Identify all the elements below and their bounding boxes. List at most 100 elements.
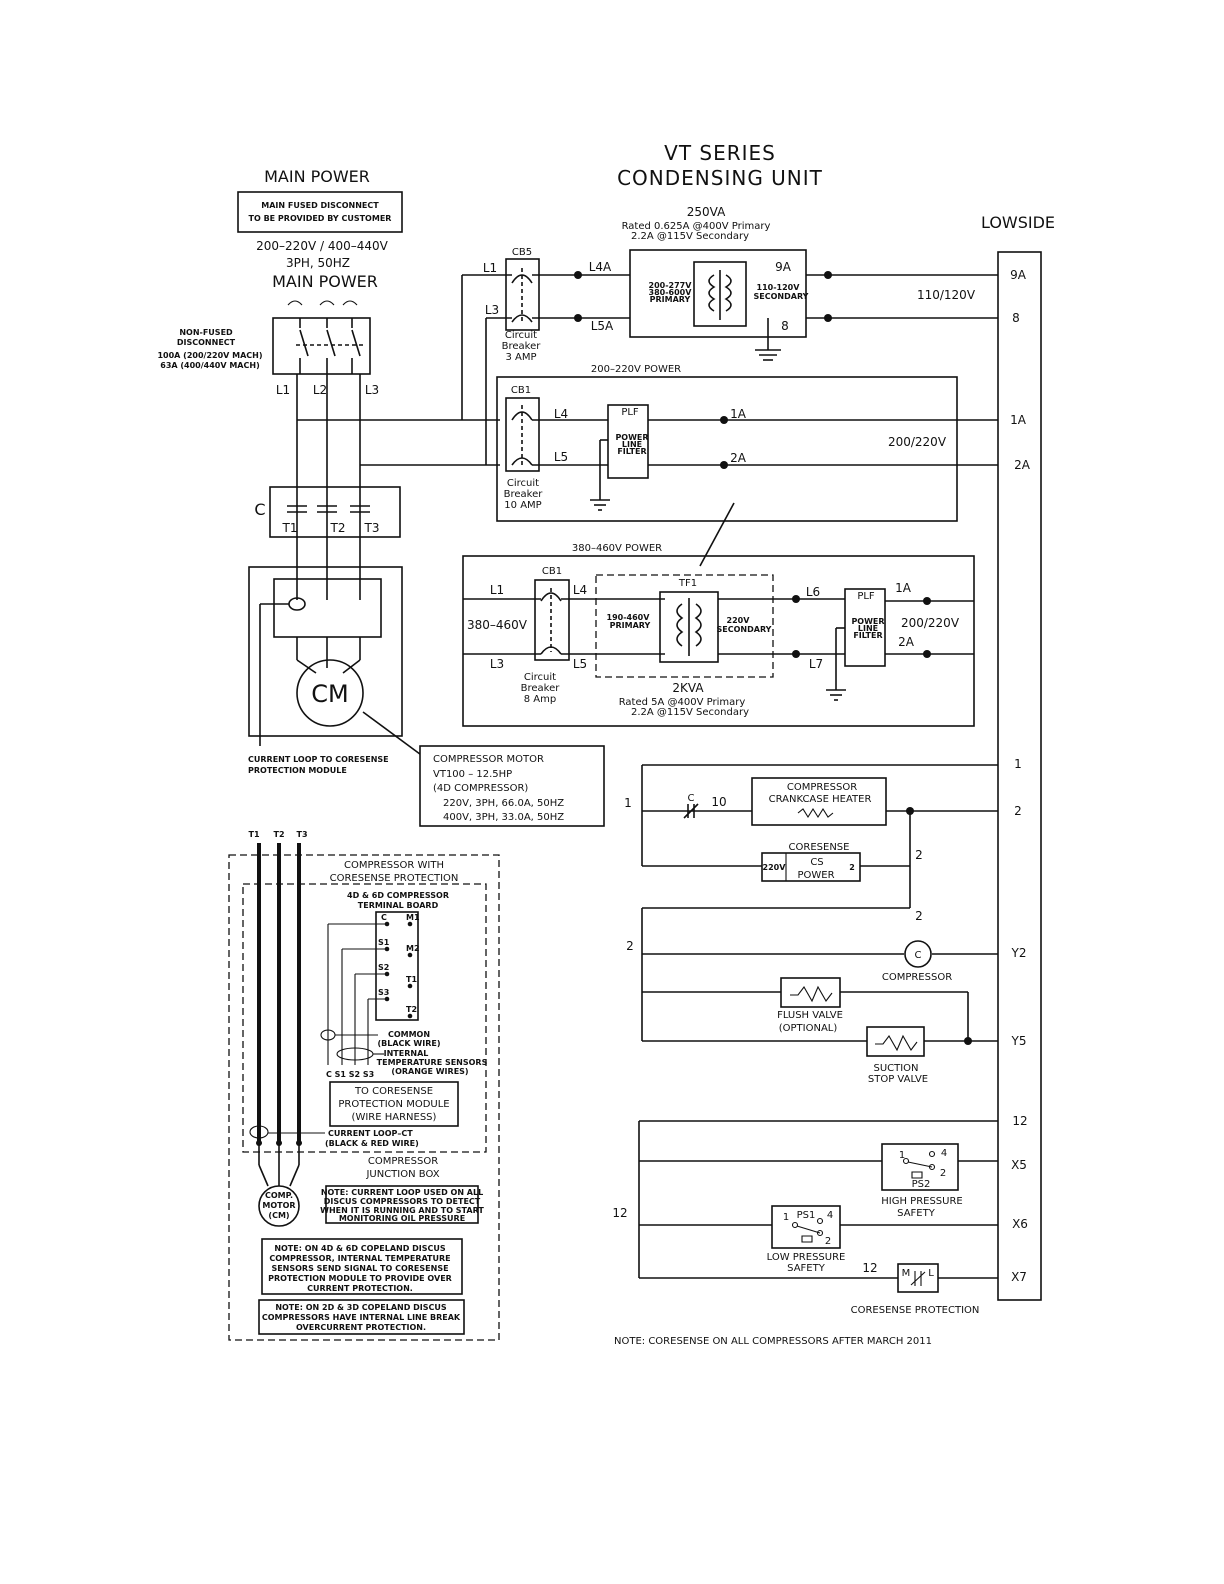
power200-cb-desc1: Circuit bbox=[507, 478, 539, 489]
power200-title: 200–220V POWER bbox=[591, 364, 681, 375]
lowside-title: LOWSIDE bbox=[981, 213, 1055, 232]
nonfused-line3: 100A (200/220V MACH) bbox=[157, 351, 262, 360]
comp-motor-line2: MOTOR bbox=[262, 1201, 295, 1210]
cm-line5: 400V, 3PH, 33.0A, 50HZ bbox=[443, 812, 564, 823]
power200-cb-desc2: Breaker bbox=[504, 489, 544, 500]
suction-valve-box bbox=[866, 1026, 925, 1057]
board-right-t1: T1 bbox=[406, 975, 417, 984]
common-line2: (BLACK WIRE) bbox=[378, 1039, 441, 1048]
power200-filter3: FILTER bbox=[617, 447, 646, 456]
ps1-pin1: 1 bbox=[783, 1212, 789, 1223]
ps2-label: PS2 bbox=[912, 1179, 931, 1190]
internal-line2: TEMPERATURE SENSORS bbox=[377, 1058, 488, 1067]
note2-box bbox=[261, 1238, 463, 1295]
power200-plf-box bbox=[607, 404, 649, 479]
note1-box bbox=[325, 1185, 479, 1224]
coresense-label: CORESENSE bbox=[789, 842, 850, 853]
lowside-term-8: 8 bbox=[1012, 311, 1020, 325]
compressor-motor-icon bbox=[296, 659, 364, 727]
power380-primary2: PRIMARY bbox=[610, 621, 651, 630]
power380-cb-desc3: 8 Amp bbox=[524, 694, 556, 705]
jbox-top-t2: T2 bbox=[273, 830, 284, 839]
coresense-prot-l: L bbox=[928, 1268, 934, 1279]
power200-voltage: 200/220V bbox=[888, 435, 947, 449]
title-line2: CONDENSING UNIT bbox=[617, 166, 823, 190]
note2-line4: PROTECTION MODULE TO PROVIDE OVER bbox=[268, 1274, 452, 1283]
cb1-200-box bbox=[505, 397, 540, 472]
power380-filter2: LINE bbox=[858, 624, 878, 633]
board-right-t2: T2 bbox=[406, 1005, 417, 1014]
board-left-s2: S2 bbox=[378, 963, 389, 972]
note1-line2: DISCUS COMPRESSORS TO DETECT bbox=[324, 1197, 481, 1206]
flush-line2: (OPTIONAL) bbox=[779, 1023, 838, 1034]
power380-filter3: FILTER bbox=[853, 631, 882, 640]
ps2-name2: SAFETY bbox=[897, 1208, 936, 1219]
harness-box bbox=[329, 1081, 459, 1127]
power380-voltage-out: 200/220V bbox=[901, 616, 960, 630]
power200-term-1a: 1A bbox=[730, 407, 747, 421]
tx250-primary1: 200-277V bbox=[649, 281, 693, 290]
jbox-label1: COMPRESSOR bbox=[368, 1156, 438, 1167]
power380-in-l3: L3 bbox=[490, 657, 504, 671]
power380-kva: 2KVA bbox=[672, 681, 704, 695]
note2-line1: NOTE: ON 4D & 6D COPELAND DISCUS bbox=[274, 1244, 446, 1253]
cs-power-box bbox=[761, 852, 861, 882]
compressor-motor-box bbox=[419, 745, 605, 827]
ps1-pin2: 2 bbox=[825, 1236, 831, 1247]
power200-plf: PLF bbox=[621, 407, 639, 418]
internal-line1: INTERNAL bbox=[384, 1049, 429, 1058]
wire-label-10: 10 bbox=[711, 795, 726, 809]
contact-c-label: C bbox=[688, 793, 695, 804]
tx250-primary3: PRIMARY bbox=[650, 295, 691, 304]
power200-term-2a: 2A bbox=[730, 451, 747, 465]
motor-label: CM bbox=[311, 680, 348, 708]
flush-valve-icon bbox=[790, 985, 833, 1003]
tx250-term-9a: 9A bbox=[775, 260, 792, 274]
cb5-desc2: Breaker bbox=[502, 341, 542, 352]
fused-disconnect-line2: TO BE PROVIDED BY CUSTOMER bbox=[249, 214, 392, 223]
lowside-term-1a: 1A bbox=[1010, 413, 1027, 427]
disconnect-switches bbox=[296, 318, 365, 374]
cm-line2: VT100 – 12.5HP bbox=[433, 769, 512, 780]
power380-rated2: 2.2A @115V Secondary bbox=[631, 707, 749, 718]
main-power-heading2: MAIN POWER bbox=[272, 272, 378, 291]
suction-valve-icon bbox=[875, 1034, 918, 1052]
wire-label-2b: 2 bbox=[915, 909, 923, 923]
jbox-title1: COMPRESSOR WITH bbox=[344, 860, 444, 871]
crankcase-heater-box bbox=[751, 777, 887, 826]
heater-icon bbox=[797, 807, 834, 819]
nonfused-disconnect-box bbox=[272, 317, 371, 375]
cs-power-line1: CS bbox=[810, 857, 823, 868]
power380-secondary1: 220V bbox=[727, 616, 751, 625]
note2-line2: COMPRESSOR, INTERNAL TEMPERATURE bbox=[269, 1254, 450, 1263]
ground-icon bbox=[755, 318, 781, 361]
jbox-outer-dashed bbox=[228, 854, 500, 1341]
comp-motor-line1: COMP. bbox=[265, 1191, 293, 1200]
power380-cb-desc1: Circuit bbox=[524, 672, 556, 683]
terminal-board bbox=[375, 911, 419, 1021]
lowside-term-y2: Y2 bbox=[1011, 946, 1027, 960]
tx250-rating: 250VA bbox=[687, 205, 726, 219]
comp-motor-icon bbox=[258, 1185, 300, 1227]
wire-label-12b: 12 bbox=[862, 1261, 877, 1275]
wire-label-1: 1 bbox=[624, 796, 632, 810]
power380-l4: L4 bbox=[573, 583, 587, 597]
ps2-pin4: 4 bbox=[941, 1148, 947, 1159]
line-label-l3: L3 bbox=[365, 383, 379, 397]
crankcase-line1: COMPRESSOR bbox=[787, 782, 857, 793]
tf1-dashed-box bbox=[595, 574, 774, 678]
jbox-inner-dashed bbox=[242, 883, 487, 1153]
internal-line3: (ORANGE WIRES) bbox=[391, 1067, 468, 1076]
tx250-secondary2: SECONDARY bbox=[754, 292, 809, 301]
note3-line3: OVERCURRENT PROTECTION. bbox=[296, 1323, 426, 1332]
ps2-name1: HIGH PRESSURE bbox=[881, 1196, 963, 1207]
ps1-name2: SAFETY bbox=[787, 1263, 826, 1274]
power200-box bbox=[496, 376, 958, 522]
note1-line4: MONITORING OIL PRESSURE bbox=[339, 1214, 465, 1223]
contactor-t2: T2 bbox=[330, 521, 346, 535]
cm-line1: COMPRESSOR MOTOR bbox=[433, 754, 544, 765]
power380-l5: L5 bbox=[573, 657, 587, 671]
power380-voltage-in: 380–460V bbox=[467, 618, 528, 632]
note2-line5: CURRENT PROTECTION. bbox=[307, 1284, 413, 1293]
jbox-board2: TERMINAL BOARD bbox=[358, 901, 439, 910]
